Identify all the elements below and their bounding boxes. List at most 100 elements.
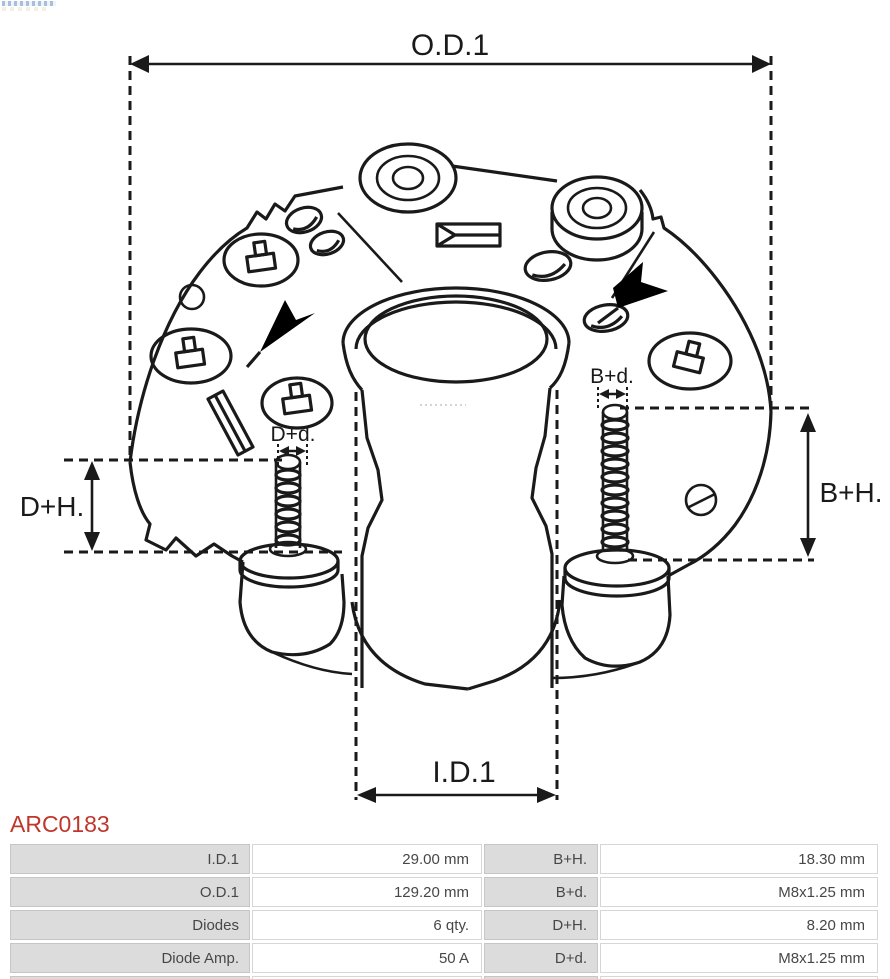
oblong-hole <box>308 229 346 257</box>
collar-mid-arc <box>354 300 558 350</box>
arrowhead-left <box>599 389 609 399</box>
logo-strip <box>2 1 56 6</box>
dd-label: D+d. <box>271 423 316 446</box>
collar-sides <box>341 342 571 392</box>
arrowhead-left <box>279 446 289 456</box>
spec-value-cell: M8x1.25 mm <box>600 877 878 907</box>
stud-right <box>551 403 672 680</box>
bore-base-flange <box>350 599 562 691</box>
arrowhead-up <box>800 413 816 432</box>
diode-body <box>222 232 300 288</box>
spec-label-cell: D+d. <box>484 943 598 973</box>
spec-label-cell <box>10 976 250 979</box>
arrowhead-left <box>357 787 376 803</box>
spec-value-cell: 29.00 mm <box>252 844 482 874</box>
terminal-post-left <box>358 142 458 214</box>
spec-value-cell: 129.20 mm <box>252 877 482 907</box>
slot-top <box>435 222 502 248</box>
part-number: ARC0183 <box>10 811 110 837</box>
polarity-arrow-right <box>597 262 668 325</box>
spec-row: Diodes 6 qty. D+H. 8.20 mm <box>10 910 878 940</box>
stud-threads <box>274 468 302 547</box>
logo-strip-shadow <box>2 7 46 11</box>
spec-label-cell: Diodes <box>10 910 250 940</box>
arrowhead-up <box>84 461 100 480</box>
spec-table: I.D.1 29.00 mm B+H. 18.30 mm O.D.1 129.2… <box>8 841 880 979</box>
polarity-arrow-left <box>245 300 315 369</box>
stud-cap <box>274 453 302 471</box>
spec-label-cell: Diode Amp. <box>10 943 250 973</box>
spec-value-cell <box>600 976 878 979</box>
post-inner-ring <box>581 196 613 220</box>
screw-hole <box>684 483 718 517</box>
spec-label-cell <box>484 976 598 979</box>
plate-outline-left <box>128 185 344 463</box>
rivet-icon <box>174 335 207 370</box>
diode <box>222 232 300 288</box>
spec-label-cell: O.D.1 <box>10 877 250 907</box>
oblong-hole <box>582 303 630 333</box>
arrowhead-down <box>84 532 100 551</box>
bore-wall-left <box>360 389 384 688</box>
dh-label: D+H. <box>20 491 85 522</box>
spec-value-cell: 8.20 mm <box>600 910 878 940</box>
post-inner-ring <box>391 165 425 191</box>
spec-label-cell: B+H. <box>484 844 598 874</box>
spec-value-cell <box>252 976 482 979</box>
spec-row: I.D.1 29.00 mm B+H. 18.30 mm <box>10 844 878 874</box>
stud-flange <box>563 548 671 588</box>
rectifier-plate <box>128 142 773 691</box>
stud-bracket <box>238 561 346 657</box>
plate-crease-left <box>337 212 403 283</box>
technical-drawing: O.D.1 <box>20 29 883 803</box>
oblong-hole <box>523 250 573 282</box>
spec-row: Diode Amp. 50 A D+d. M8x1.25 mm <box>10 943 878 973</box>
diode <box>149 327 233 385</box>
plate-outline-topright <box>638 189 773 413</box>
slot-diagonal <box>206 389 255 457</box>
bh-dimension: B+H. <box>620 406 883 562</box>
spec-row-partial <box>10 976 878 979</box>
bore-wall-right <box>530 387 554 688</box>
id1-label: I.D.1 <box>432 756 495 789</box>
plate-outline-bottomleft <box>128 461 244 564</box>
stud-flange <box>238 542 340 580</box>
stud-flange-depth <box>238 561 340 589</box>
diode <box>260 376 334 430</box>
post-outer-ring <box>550 175 644 241</box>
id1-dimension: I.D.1 <box>354 390 559 803</box>
rivet-icon <box>281 381 314 416</box>
extension-ticks <box>597 387 628 410</box>
stud-threads <box>600 418 630 549</box>
spec-value-cell: 18.30 mm <box>600 844 878 874</box>
post-mid-ring <box>566 186 628 230</box>
bracket-bottom-edge <box>271 650 353 676</box>
stud-collar <box>268 540 308 558</box>
oblong-hole <box>284 205 324 235</box>
spec-value-cell: 6 qty. <box>252 910 482 940</box>
spec-label-cell: B+d. <box>484 877 598 907</box>
rivet-icon <box>245 239 278 274</box>
spec-label-cell: I.D.1 <box>10 844 250 874</box>
bd-dimension: B+d. <box>590 365 634 410</box>
center-bore <box>341 286 571 691</box>
terminal-post-right <box>550 175 644 262</box>
diode <box>647 331 733 391</box>
spec-label-cell: D+H. <box>484 910 598 940</box>
stud-bracket <box>560 575 672 668</box>
post-cylinder-side <box>550 212 644 262</box>
bore-mouth <box>363 294 549 384</box>
arrowhead-left <box>130 55 149 73</box>
dh-dimension: D+H. <box>20 458 342 554</box>
diode-body <box>260 376 334 430</box>
post-mid-ring <box>375 154 441 202</box>
spec-value-cell: M8x1.25 mm <box>600 943 878 973</box>
extension-ticks <box>277 444 308 466</box>
diode-body <box>647 331 733 391</box>
bracket-bottom-edge <box>551 660 641 680</box>
collar-outer-arc <box>341 286 571 344</box>
spec-row: O.D.1 129.20 mm B+d. M8x1.25 mm <box>10 877 878 907</box>
diode-body <box>149 327 233 385</box>
small-hole <box>178 283 206 311</box>
